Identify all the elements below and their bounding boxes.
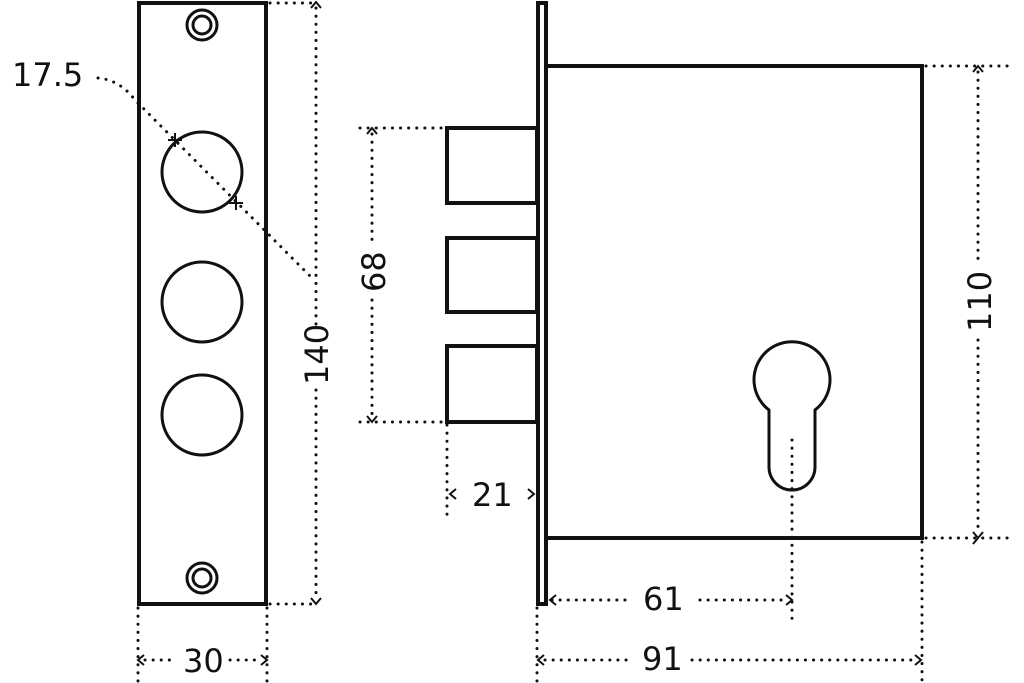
keyhole-icon	[752, 340, 832, 492]
arrow-icon	[310, 0, 322, 606]
arrow-icon	[548, 594, 794, 606]
screw-hole-bottom	[185, 561, 219, 595]
dim-line-110	[924, 64, 1012, 540]
arrow-icon	[536, 654, 923, 666]
arrow-icon	[448, 488, 536, 500]
dim-label-30: 30	[183, 642, 224, 680]
dim-label-21: 21	[472, 476, 513, 514]
bolt-hole-1	[160, 130, 244, 214]
arrow-icon	[366, 126, 378, 424]
crosshair-marks	[168, 133, 243, 210]
bolt-2	[445, 236, 539, 314]
bolt-hole-3	[160, 373, 244, 457]
dim-line-61	[550, 438, 794, 624]
dim-label-17-5: 17.5	[12, 56, 83, 94]
faceplate	[137, 1, 268, 606]
dim-line-91	[535, 540, 924, 683]
bolt-1	[445, 126, 539, 205]
screw-hole-top	[185, 8, 219, 42]
bolt-hole-2	[160, 260, 244, 344]
leader-17-5	[96, 76, 314, 280]
lock-case	[544, 64, 924, 540]
arrow-icon	[972, 64, 984, 545]
dim-label-91: 91	[642, 640, 683, 678]
arrow-icon	[136, 654, 269, 666]
dim-label-110: 110	[961, 271, 999, 332]
bolt-3	[445, 344, 539, 424]
dim-label-68: 68	[355, 251, 393, 292]
dim-line-140	[268, 1, 318, 606]
dim-label-61: 61	[643, 580, 684, 618]
lock-side-view	[445, 1, 924, 606]
dim-label-140: 140	[298, 324, 336, 385]
